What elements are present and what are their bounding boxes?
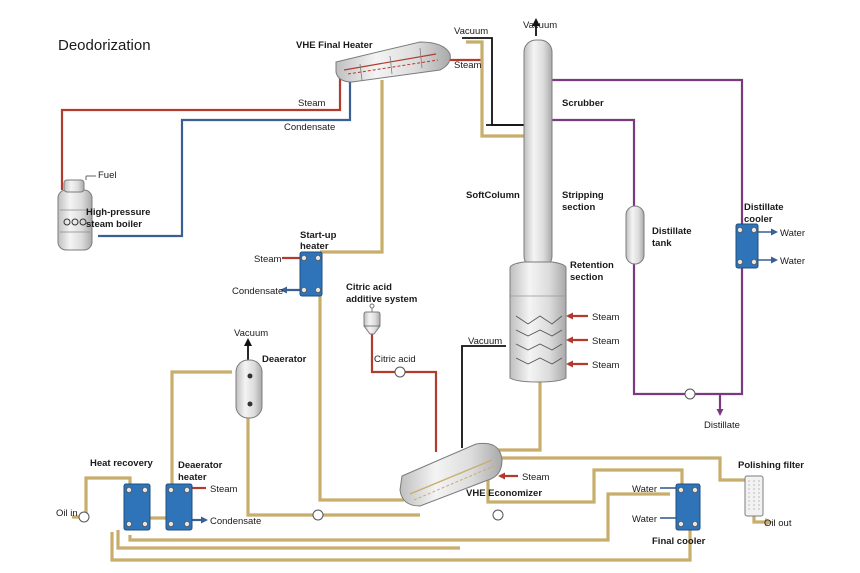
heat-recovery-label: Heat recovery — [90, 458, 154, 469]
boiler-label-line-1: High-pressure — [86, 207, 150, 218]
citric-acid-system-label-line-2: additive system — [346, 294, 417, 305]
distillate-cooler-label-line-2: cooler — [744, 214, 773, 225]
oil-in-label: Oil in — [56, 508, 78, 519]
retention-section-label-line-1: Retention — [570, 260, 614, 271]
heat-recovery-exchanger — [123, 483, 151, 531]
start-up-heater-label-line-2: heater — [300, 241, 329, 252]
stripping-section-label-line-1: Stripping — [562, 190, 604, 201]
distillate-cooler-label-line-1: Distillate — [744, 202, 784, 213]
vhe-final-heater-label: VHE Final Heater — [296, 40, 373, 51]
polishing-filter — [744, 475, 764, 517]
bottoms-pump — [492, 509, 504, 521]
citric-acid-label: Citric acid — [374, 354, 416, 365]
steam-retention-3-label: Steam — [592, 360, 620, 371]
vacuum-lines — [244, 18, 540, 448]
deaerator-heater-exchanger — [165, 483, 193, 531]
steam-heater-label: Steam — [454, 60, 482, 71]
oil-out-label: Oil out — [764, 518, 792, 529]
water-cooler-in-label: Water — [780, 228, 805, 239]
vacuum-top-label: Vacuum — [523, 20, 557, 31]
retention-steam-lines — [192, 312, 588, 524]
final-cooler-exchanger — [675, 483, 701, 531]
start-up-heater-label-line-1: Start-up — [300, 230, 337, 241]
diagram-title: Deodorization — [58, 37, 151, 54]
final-cooler-label: Final cooler — [652, 536, 706, 547]
vacuum-economizer-label: Vacuum — [468, 336, 502, 347]
water-lines — [660, 228, 778, 519]
boiler-label-line-2: steam boiler — [86, 219, 142, 230]
retention-section-label-line-2: section — [570, 272, 603, 283]
deaerator-pump — [312, 509, 324, 521]
water-final-in-label: Water — [632, 484, 657, 495]
deaerator-heater-label-line-1: Deaerator — [178, 460, 223, 471]
citric-acid-system-label-line-1: Citric acid — [346, 282, 392, 293]
steam-retention-2-label: Steam — [592, 336, 620, 347]
distillate-tank — [625, 205, 645, 265]
steam-deaerator-heater-label: Steam — [210, 484, 238, 495]
vacuum-heater-label: Vacuum — [454, 26, 488, 37]
softcolumn-label: SoftColumn — [466, 190, 520, 201]
vhe-final-heater — [335, 41, 451, 83]
citric-acid-additive-system — [363, 303, 381, 335]
vhe-economizer-label: VHE Economizer — [466, 488, 542, 499]
distillate-out-label: Distillate — [704, 420, 740, 431]
softcolumn — [509, 39, 567, 383]
deaerator-vessel — [235, 359, 263, 419]
steam-boiler-label: Steam — [298, 98, 326, 109]
distillate-tank-label-line-1: Distillate — [652, 226, 692, 237]
condensate-startup-label: Condensate — [232, 286, 283, 297]
distillate-cooler-exchanger — [735, 223, 759, 269]
oil-in-pump — [78, 511, 90, 523]
steam-economizer-label: Steam — [522, 472, 550, 483]
citric-acid-line — [370, 332, 438, 452]
fuel-label: Fuel — [98, 170, 116, 181]
distillate-pump — [684, 388, 696, 400]
distillate-tank-label-line-2: tank — [652, 238, 672, 249]
high-pressure-steam-boiler — [57, 175, 96, 251]
steam-startup-label: Steam — [254, 254, 282, 265]
citric-acid-pump — [394, 366, 406, 378]
deaerator-heater-label-line-2: heater — [178, 472, 207, 483]
steam-retention-1-label: Steam — [592, 312, 620, 323]
vacuum-deaerator-label: Vacuum — [234, 328, 268, 339]
water-cooler-out-label: Water — [780, 256, 805, 267]
polishing-filter-label: Polishing filter — [738, 460, 804, 471]
start-up-heater — [299, 251, 323, 297]
deaerator-label: Deaerator — [262, 354, 307, 365]
condensate-boiler-label: Condensate — [284, 122, 335, 133]
scrubber-label: Scrubber — [562, 98, 604, 109]
water-final-out-label: Water — [632, 514, 657, 525]
stripping-section-label-line-2: section — [562, 202, 595, 213]
vhe-economizer — [399, 442, 503, 507]
condensate-deaerator-heater-label: Condensate — [210, 516, 261, 527]
